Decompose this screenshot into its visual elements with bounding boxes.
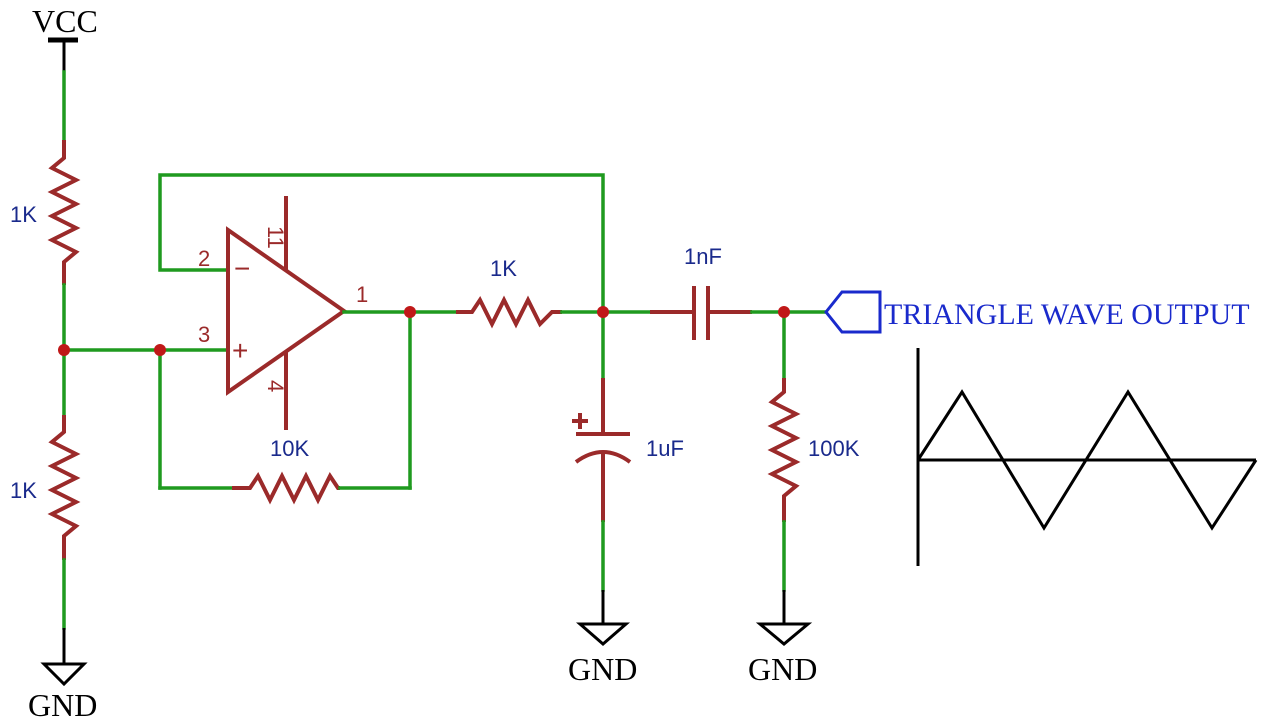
gnd-left-label: GND (28, 687, 97, 720)
r-bottom-label: 1K (10, 478, 37, 503)
triangle-waveform (916, 389, 1258, 531)
r-series-label: 1K (490, 256, 517, 281)
opamp-pin-vpos: 11 (263, 226, 288, 249)
node-cap (597, 306, 609, 318)
node-opamp-out (404, 306, 416, 318)
node-noninv (154, 344, 166, 356)
gnd-res-symbol (755, 622, 813, 646)
opamp-pin-inv: 2 (198, 246, 210, 271)
opamp-pin-out: 1 (356, 282, 368, 307)
vcc-label: VCC (32, 3, 98, 39)
opamp-triangle (226, 226, 348, 396)
output-port (824, 290, 882, 334)
resistor-r-feedback (232, 471, 340, 505)
gnd-cap-symbol (575, 622, 631, 646)
resistor-r-load (767, 378, 801, 522)
gnd-res-label: GND (748, 651, 817, 687)
opamp-pin-noninv: 3 (198, 322, 210, 347)
resistor-r-top (47, 140, 81, 285)
node-output (778, 306, 790, 318)
opamp-plus-sign: + (232, 335, 248, 366)
gnd-cap-label: GND (568, 651, 637, 687)
resistor-r-series (456, 295, 562, 329)
resistor-r-bottom (47, 415, 81, 560)
wire-top-loop (158, 173, 605, 314)
output-label: TRIANGLE WAVE OUTPUT (884, 298, 1250, 331)
c-coupling-label: 1nF (684, 244, 722, 269)
opamp-pin-vneg: 4 (263, 380, 288, 392)
opamp-minus-sign: − (234, 253, 250, 284)
c-timing-label: 1uF (646, 436, 684, 461)
node-divider (58, 344, 70, 356)
r-load-label: 100K (808, 436, 860, 461)
r-top-label: 1K (10, 202, 37, 227)
r-feedback-label: 10K (270, 436, 309, 461)
gnd-left-symbol (40, 662, 88, 687)
